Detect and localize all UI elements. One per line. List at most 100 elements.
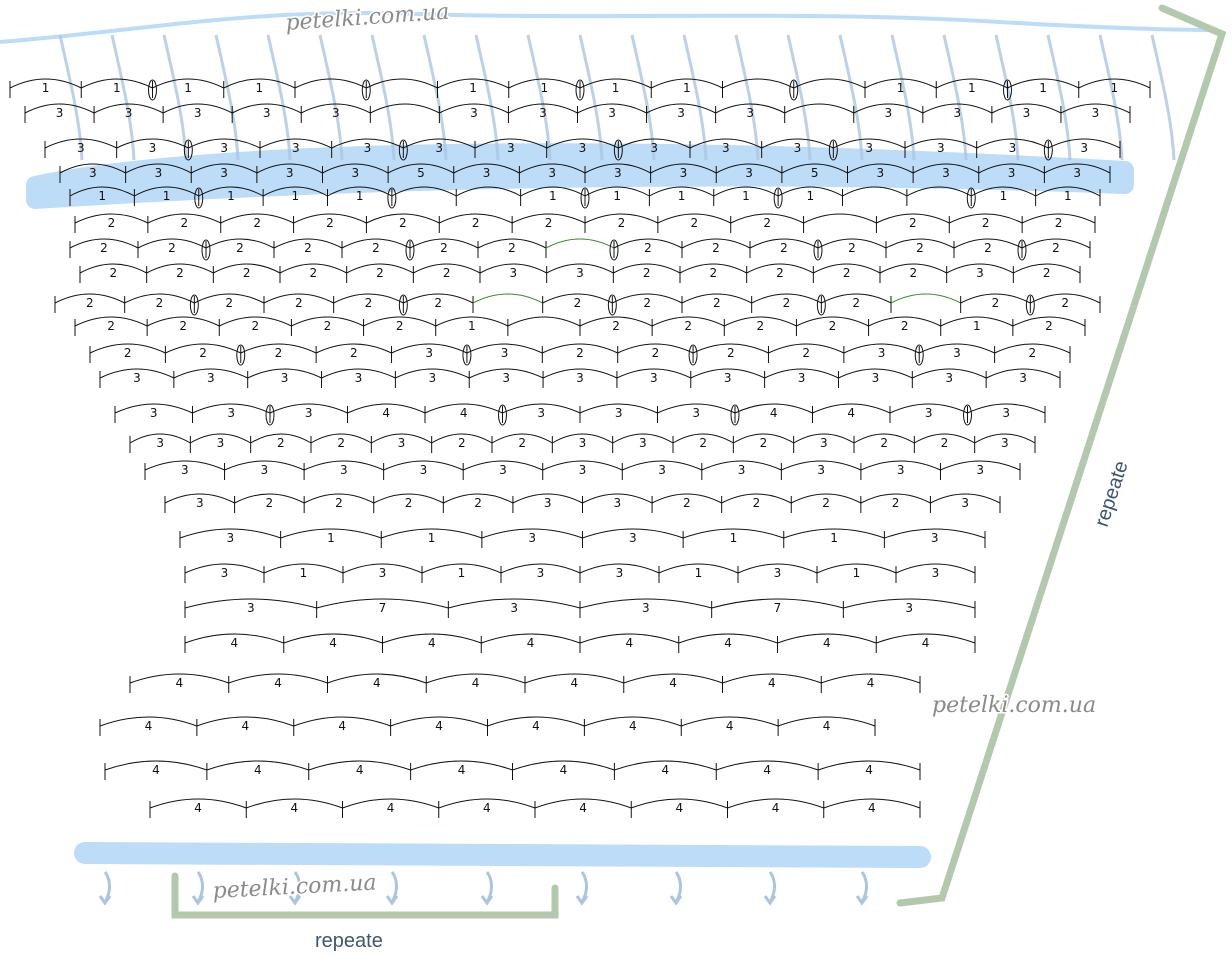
- stitch-count-label: 2: [176, 266, 184, 280]
- stitch-count-label: 4: [527, 636, 535, 650]
- chain-arc: [584, 186, 650, 197]
- chain-arc: [439, 213, 513, 224]
- chain-arc: [847, 163, 914, 174]
- chain-arc: [843, 343, 920, 354]
- stitch-count-label: 3: [1001, 436, 1009, 450]
- chain-arc: [333, 293, 404, 304]
- stitch-count-label: 4: [772, 801, 780, 815]
- stitch-count-label: 3: [650, 371, 658, 385]
- watermark: petelki.com.ua: [285, 0, 450, 36]
- chain-arc: [114, 403, 193, 414]
- chain-arc: [280, 528, 382, 539]
- stitch-count-label: 3: [953, 346, 961, 360]
- stitch-count-label: 2: [124, 346, 132, 360]
- chain-arc: [884, 528, 986, 539]
- stitch-count-label: 4: [847, 406, 855, 420]
- chain-arc: [730, 213, 804, 224]
- cluster-stitch: [201, 239, 211, 261]
- chain-arc: [246, 798, 343, 809]
- stitch-count-label: 1: [327, 531, 335, 545]
- chain-arc: [716, 163, 783, 174]
- stitch-count-label: 2: [1052, 241, 1060, 255]
- chain-arc: [579, 316, 653, 327]
- chain-arc: [701, 460, 782, 471]
- stitch-count-label: 1: [163, 189, 171, 203]
- stitch-count-label: 3: [548, 166, 556, 180]
- stitch-count-label: 3: [207, 371, 215, 385]
- stitch-count-label: 4: [435, 719, 443, 733]
- chain-arc: [716, 760, 819, 771]
- stitch-count-label: 3: [1002, 406, 1010, 420]
- stitch-count-label: 3: [954, 106, 962, 120]
- chain-arc: [1021, 238, 1091, 249]
- stitch-count-label: 1: [853, 566, 861, 580]
- stitch-count-label: 1: [973, 319, 981, 333]
- stitch-count-label: 3: [692, 406, 700, 420]
- chain-arc: [424, 403, 503, 414]
- chain-arc: [219, 316, 292, 327]
- chain-arc: [262, 186, 328, 197]
- stitch-count-label: 3: [976, 463, 984, 477]
- stitch-count-label: 3: [226, 531, 234, 545]
- stitch-count-label: 2: [396, 319, 404, 333]
- stitch-count-label: 2: [760, 436, 768, 450]
- stitch-count-label: 4: [291, 801, 299, 815]
- stitch-count-label: 2: [822, 496, 830, 510]
- stitch-count-label: 3: [507, 141, 515, 155]
- stitch-count-label: 2: [776, 266, 784, 280]
- chain-arc: [474, 138, 547, 149]
- cluster-stitch: [914, 344, 924, 366]
- cluster-stitch: [613, 139, 623, 161]
- stitch-count-label: 2: [1045, 319, 1053, 333]
- chain-arc: [366, 213, 440, 224]
- chain-arc: [481, 528, 583, 539]
- stitch-count-label: 3: [340, 463, 348, 477]
- stitch-count-label: 4: [194, 801, 202, 815]
- highlight-band-bottom: [74, 842, 931, 868]
- flow-arrow: [1098, 34, 1124, 161]
- chain-arc: [387, 163, 454, 174]
- stitch-count-label: 2: [266, 496, 274, 510]
- stitch-count-label: 4: [560, 763, 568, 777]
- chain-arc: [149, 798, 247, 809]
- chain-arc: [976, 138, 1049, 149]
- stitch-count-label: 3: [945, 371, 953, 385]
- chain-arc: [74, 213, 149, 224]
- chain-arc: [24, 103, 95, 114]
- stitch-count-label: 2: [710, 266, 718, 280]
- chain-arc: [59, 163, 126, 174]
- flow-arrow: [786, 34, 812, 161]
- chain-arc: [678, 633, 778, 644]
- stitch-count-label: 4: [770, 406, 778, 420]
- chain-arc: [791, 493, 862, 504]
- chain-arc: [99, 368, 175, 379]
- chain-arc: [727, 798, 824, 809]
- stitch-count-label: 2: [518, 436, 526, 450]
- chain-arc: [409, 238, 479, 249]
- stitch-count-label: 2: [684, 319, 692, 333]
- stitch-count-label: 3: [579, 141, 587, 155]
- chain-arc: [198, 186, 264, 197]
- highlight-band-top: [26, 143, 1134, 209]
- stitch-count-label: 2: [829, 319, 837, 333]
- chain-arc: [617, 343, 694, 354]
- stitch-count-label: 3: [247, 601, 255, 615]
- chain-arc: [542, 343, 618, 354]
- stitch-count-label: 3: [379, 566, 387, 580]
- stitch-count-label: 5: [417, 166, 425, 180]
- stitch-count-label: 1: [678, 189, 686, 203]
- stitch-count-label: 1: [730, 531, 738, 545]
- chain-arc: [413, 263, 481, 274]
- chain-arc: [853, 103, 924, 114]
- direction-arrows: [58, 34, 1176, 906]
- chain-arc: [1044, 163, 1111, 174]
- chain-arc: [301, 103, 371, 114]
- stitch-count-label: 3: [181, 463, 189, 477]
- chain-arc: [545, 238, 615, 249]
- stitch-count-label: 2: [643, 266, 651, 280]
- stitch-count-label: 2: [843, 266, 851, 280]
- stitch-count-label: 3: [937, 141, 945, 155]
- chain-arc: [616, 368, 691, 379]
